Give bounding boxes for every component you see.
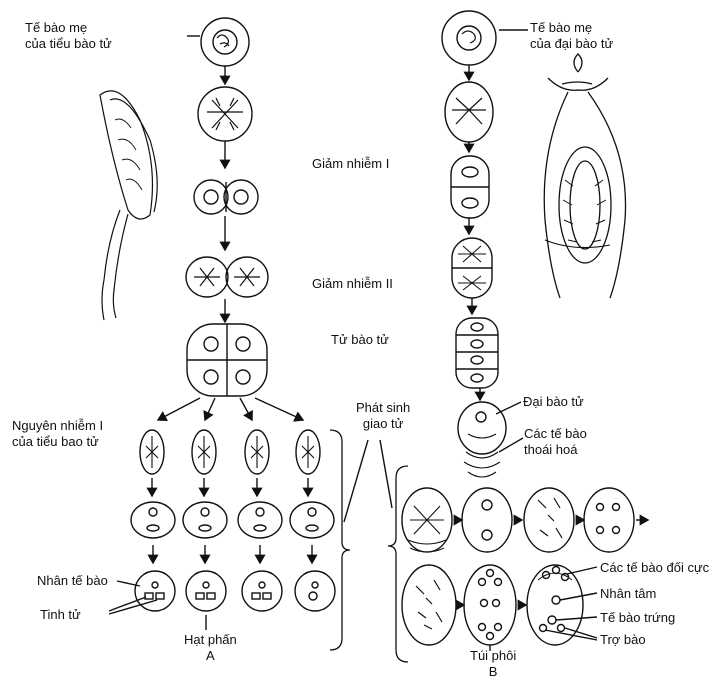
label-embryo-sac: Túi phôi B <box>470 648 516 678</box>
pointer-line <box>496 402 521 414</box>
meiosis-2-cell-right <box>452 238 492 298</box>
pointer-line <box>556 617 597 620</box>
embryo-sac-row-2 <box>402 565 583 645</box>
meiosis-2-cell-left <box>186 257 268 297</box>
dyad-right <box>451 156 489 218</box>
label-antipodal: Các tế bào đối cực <box>600 560 709 576</box>
label-polar-nuclei: Nhân tâm <box>600 586 656 602</box>
meiosis-1-cell-right <box>445 82 493 142</box>
microspore-columns <box>131 430 335 611</box>
label-meiosis-2: Giảm nhiễm II <box>312 276 393 292</box>
embryo-sac-row-1 <box>402 488 648 552</box>
dyad-left <box>194 180 258 214</box>
brace-right <box>388 466 408 662</box>
connector <box>380 440 392 508</box>
label-tetrad: Tử bào tử <box>331 332 389 348</box>
label-pollen-grain: Hạt phấn A <box>184 632 237 664</box>
megaspore-mother-cell <box>442 11 496 65</box>
anther-illustration <box>100 91 157 320</box>
label-meiosis-1: Giảm nhiễm I <box>312 156 389 172</box>
label-cell-nucleus: Nhân tế bào <box>37 573 108 589</box>
label-megaspore-mother: Tế bào mẹ của đại bào tử <box>530 20 613 52</box>
label-egg-cell: Tế bào trứng <box>600 610 675 626</box>
pointer-line <box>567 567 597 574</box>
microspore-mother-cell <box>201 18 249 66</box>
label-megaspore: Đại bào tử <box>523 394 584 410</box>
label-degenerate-cells: Các tế bào thoái hoá <box>524 426 587 458</box>
label-microspore-mother: Tế bào mẹ của tiểu bào tử <box>25 20 112 52</box>
linear-tetrad <box>456 318 498 388</box>
label-microspore-mitosis: Nguyên nhiễm I của tiểu bao tử <box>12 418 103 450</box>
brace-left <box>330 430 350 650</box>
pointer-line <box>560 593 597 600</box>
ovule-illustration <box>544 54 625 298</box>
spread-arrows-left <box>158 398 303 420</box>
label-sperm: Tinh tử <box>40 607 81 623</box>
connector <box>344 440 368 522</box>
label-synergid: Trợ bào <box>600 632 646 648</box>
tetrad-left <box>187 324 267 396</box>
meiosis-1-cell-left <box>198 87 252 141</box>
label-gametogenesis: Phát sinh giao tử <box>356 400 410 432</box>
